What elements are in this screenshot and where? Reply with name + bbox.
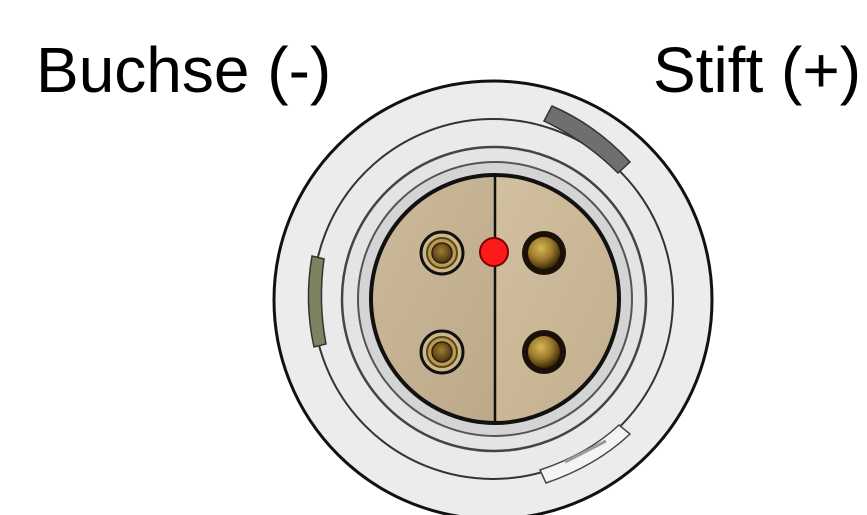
side-key-icon <box>307 255 327 348</box>
socket-contact-bottom <box>419 329 465 375</box>
insert-outline <box>369 173 621 425</box>
pin-label: Stift (+) <box>652 34 861 106</box>
polarity-marker-icon <box>479 237 509 267</box>
pin-contact-bottom <box>522 330 566 374</box>
pin-contact-top <box>522 231 566 275</box>
bottom-key-detail <box>564 439 607 464</box>
socket-label: Buchse (-) <box>36 34 332 106</box>
socket-contact-top <box>419 230 465 276</box>
top-key-icon <box>542 105 632 175</box>
